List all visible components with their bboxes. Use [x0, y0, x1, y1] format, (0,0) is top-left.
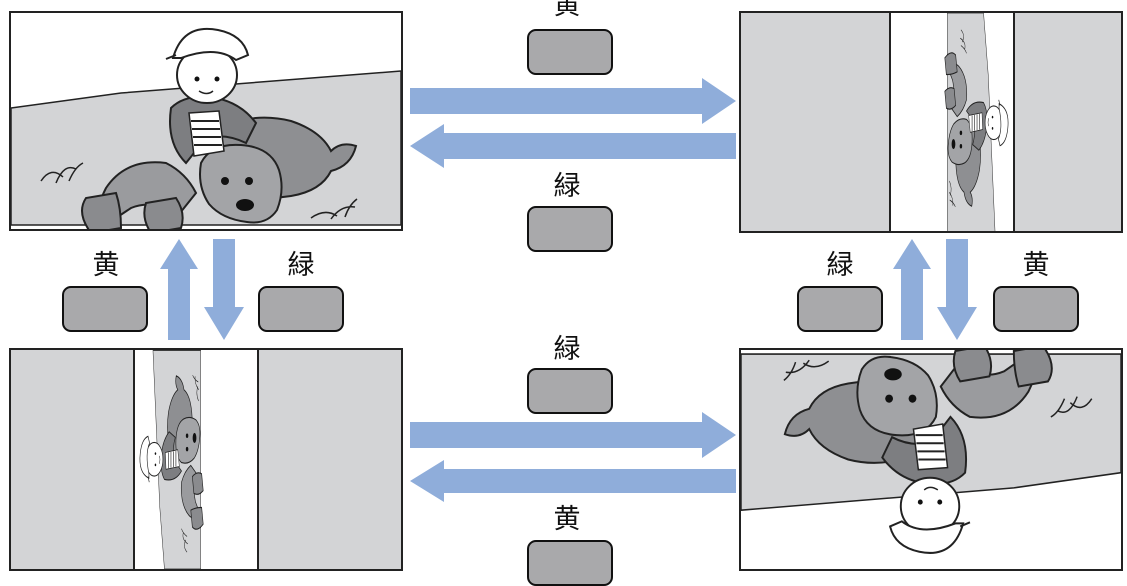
button-left-green[interactable] [258, 286, 344, 332]
label-left-yellow: 黄 [92, 250, 120, 281]
label-right-green: 緑 [826, 250, 854, 281]
label-top-center-upper: 黄 [553, 0, 581, 21]
arrow-right-bottom [410, 412, 736, 458]
label-bottom-center-upper: 緑 [553, 334, 581, 365]
arrow-down-right [937, 239, 977, 340]
button-right-green[interactable] [797, 286, 883, 332]
label-left-green: 緑 [287, 250, 315, 281]
arrow-left-top [410, 124, 736, 168]
button-top-center-upper[interactable] [527, 29, 613, 75]
arrow-down-left [204, 239, 244, 340]
panel-top-left [9, 11, 403, 231]
button-top-center-lower[interactable] [527, 206, 613, 252]
pillarbox-image-rotated-cw [889, 13, 1015, 231]
panel-bottom-right [739, 348, 1123, 571]
button-bottom-center-lower[interactable] [527, 540, 613, 586]
panel-bottom-left [9, 348, 403, 571]
label-top-center-lower: 緑 [553, 171, 581, 202]
arrow-left-bottom [410, 460, 736, 502]
boy-dog-illustration-rotated-180 [741, 350, 1121, 554]
panel-top-right [739, 11, 1123, 233]
button-bottom-center-upper[interactable] [527, 368, 613, 414]
pillarbox-image-rotated-ccw [133, 350, 259, 569]
label-bottom-center-lower: 黄 [553, 504, 581, 535]
arrow-right-top [410, 78, 736, 124]
button-left-yellow[interactable] [62, 286, 148, 332]
arrow-up-right [893, 239, 931, 340]
label-right-yellow: 黄 [1022, 250, 1050, 281]
button-right-yellow[interactable] [993, 286, 1079, 332]
arrow-up-left [160, 239, 198, 340]
boy-dog-illustration-upright [11, 27, 401, 229]
